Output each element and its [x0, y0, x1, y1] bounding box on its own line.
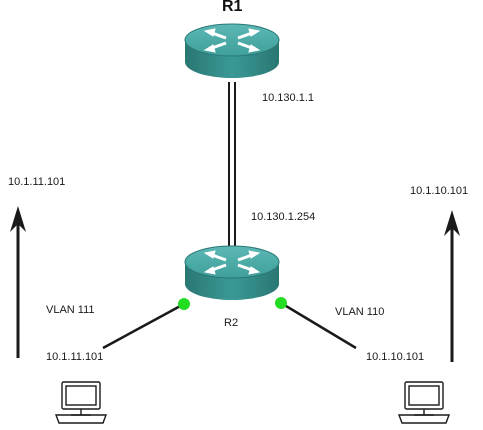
- r1-ip-label: 10.130.1.1: [262, 92, 314, 104]
- right-vlan-label: VLAN 110: [335, 306, 385, 318]
- left-port-indicator: [178, 298, 190, 310]
- right-arrow-ip-label: 10.1.10.101: [410, 185, 469, 197]
- right-pc-ip-label: 10.1.10.101: [366, 351, 425, 363]
- right-link: [280, 301, 357, 350]
- left-arrow-ip-label: 10.1.11.101: [8, 176, 66, 188]
- router-r1-icon[interactable]: [184, 23, 280, 78]
- left-vlan-label: VLAN 111: [46, 304, 95, 316]
- left-pc-icon[interactable]: [54, 381, 108, 424]
- left-link: [102, 302, 185, 350]
- router-r2-label: R2: [224, 317, 239, 329]
- right-pc-icon[interactable]: [397, 381, 451, 424]
- right-port-indicator: [275, 297, 287, 309]
- router-r2-icon[interactable]: [184, 245, 280, 300]
- right-up-arrow-icon: [444, 210, 460, 362]
- left-pc-ip-label: 10.1.11.101: [46, 351, 104, 363]
- r1-r2-link: [228, 82, 236, 248]
- left-up-arrow-icon: [10, 206, 26, 358]
- router-r1-label: R1: [222, 0, 243, 15]
- r2-ip-label: 10.130.1.254: [251, 211, 316, 223]
